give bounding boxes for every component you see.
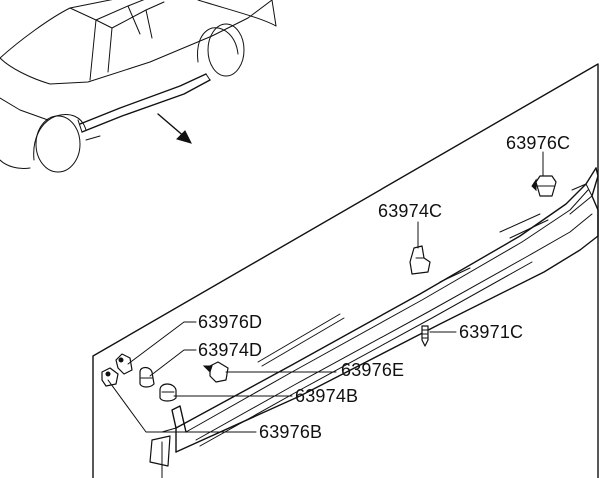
label-63974b: 63974B — [295, 386, 358, 406]
clip-63976c-icon — [531, 175, 557, 197]
label-63976b: 63976B — [259, 422, 322, 442]
label-63976c: 63976C — [506, 133, 570, 153]
label-63974d: 63974D — [198, 340, 262, 360]
clip-63974d-icon — [139, 366, 155, 388]
label-63974c: 63974C — [378, 201, 442, 221]
clip-63974b-icon — [159, 383, 177, 402]
leader-lines — [107, 151, 544, 433]
label-63971c: 63971C — [459, 322, 523, 342]
direction-arrow-icon — [157, 113, 192, 144]
label-63976e: 63976E — [341, 360, 404, 380]
screw-63971c-icon — [421, 325, 429, 347]
vehicle-sketch — [0, 0, 277, 173]
diagram-frame — [92, 63, 599, 478]
clip-63976b-icon — [101, 367, 119, 387]
clip-63974c-icon — [409, 245, 431, 275]
label-63976d: 63976D — [198, 312, 262, 332]
clip-63976d-icon — [115, 353, 133, 375]
clip-63976e-icon — [202, 361, 229, 383]
